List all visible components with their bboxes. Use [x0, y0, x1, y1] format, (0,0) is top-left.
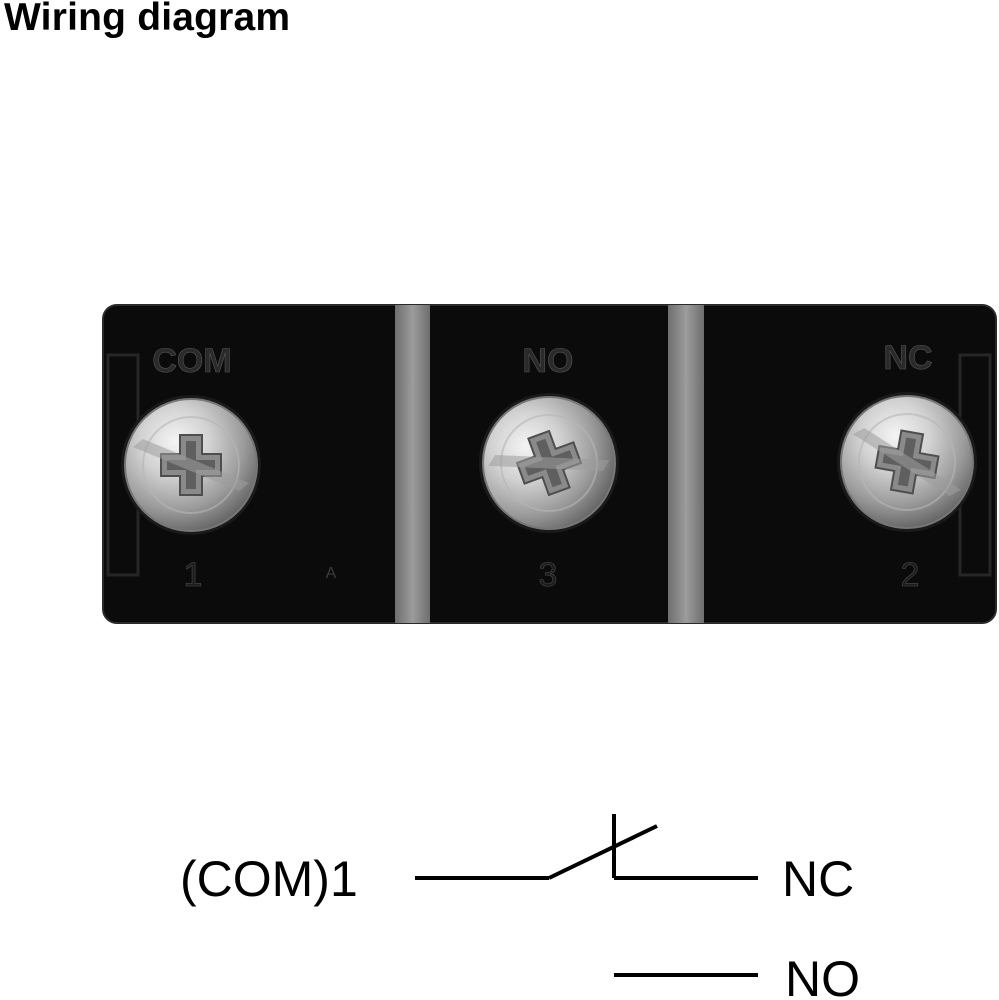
terminal-number-3: 3	[539, 556, 558, 594]
separator-2	[668, 305, 704, 623]
page-title: Wiring diagram	[4, 0, 291, 39]
nc-label: NC	[782, 851, 854, 907]
terminal-label-com: COM	[152, 342, 231, 380]
terminal-label-no: NO	[523, 342, 574, 380]
terminal-label-nc: NC	[883, 339, 932, 377]
switch-symbol	[415, 814, 758, 977]
com-label: (COM)1	[180, 851, 358, 907]
terminal-marking: A	[326, 565, 337, 582]
phillips-screw-icon	[120, 394, 262, 536]
terminal-number-2: 2	[901, 556, 920, 594]
switch-arm	[548, 824, 658, 880]
separator-1	[395, 305, 430, 623]
terminal-number-1: 1	[184, 556, 203, 594]
no-label: NO	[785, 951, 860, 1000]
